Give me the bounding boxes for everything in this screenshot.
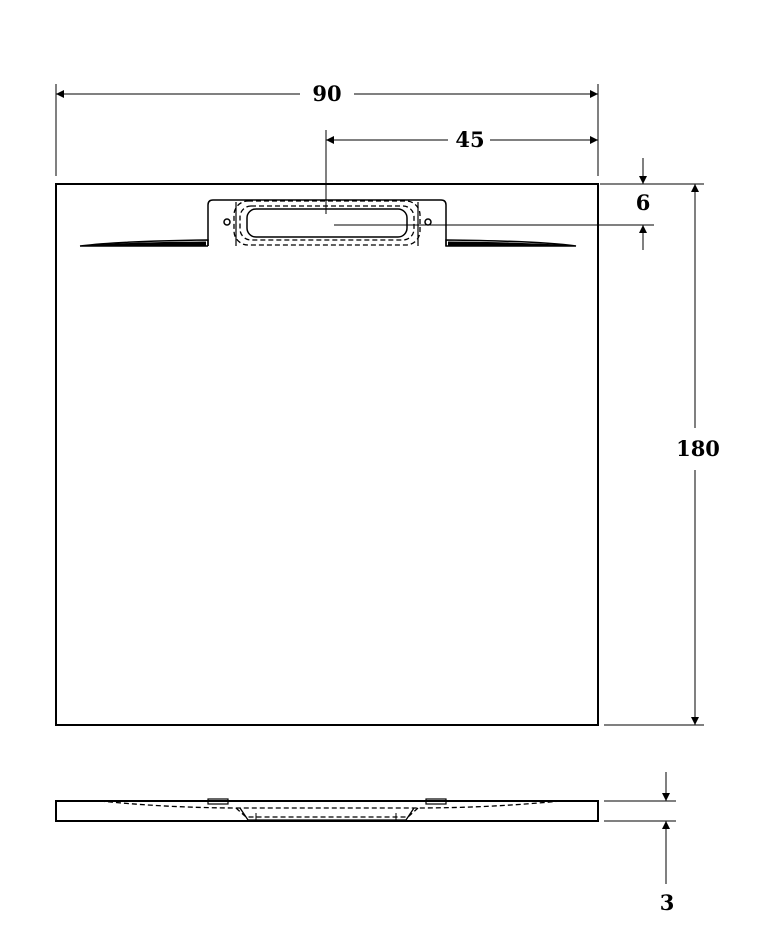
side-drain-body: [235, 807, 419, 818]
dimension-drain-depth: 6: [334, 158, 676, 250]
width-label: 90: [312, 81, 341, 106]
drain-housing: [207, 199, 447, 246]
screw-hole-left: [223, 218, 231, 226]
dimension-thickness: 3: [604, 772, 676, 915]
drain-grate: [233, 200, 421, 246]
screw-hole-right: [424, 218, 432, 226]
slope-line-right: [445, 239, 577, 247]
thickness-label: 3: [660, 890, 675, 915]
plan-view: [55, 183, 599, 726]
side-view: [55, 798, 599, 822]
side-slope: [99, 800, 561, 809]
slope-line: [79, 239, 209, 247]
dimension-length: 180: [604, 183, 720, 726]
tray-outline: [55, 183, 599, 726]
dimension-width: 90: [55, 81, 599, 176]
drain-grate-inner: [239, 205, 415, 241]
length-label: 180: [676, 436, 720, 461]
drain-offset-label: 45: [455, 127, 484, 152]
drain-channel: [246, 208, 408, 238]
dimension-drain-offset: 45: [325, 127, 598, 214]
drain-depth-label: 6: [636, 190, 651, 215]
side-outline: [55, 800, 599, 822]
